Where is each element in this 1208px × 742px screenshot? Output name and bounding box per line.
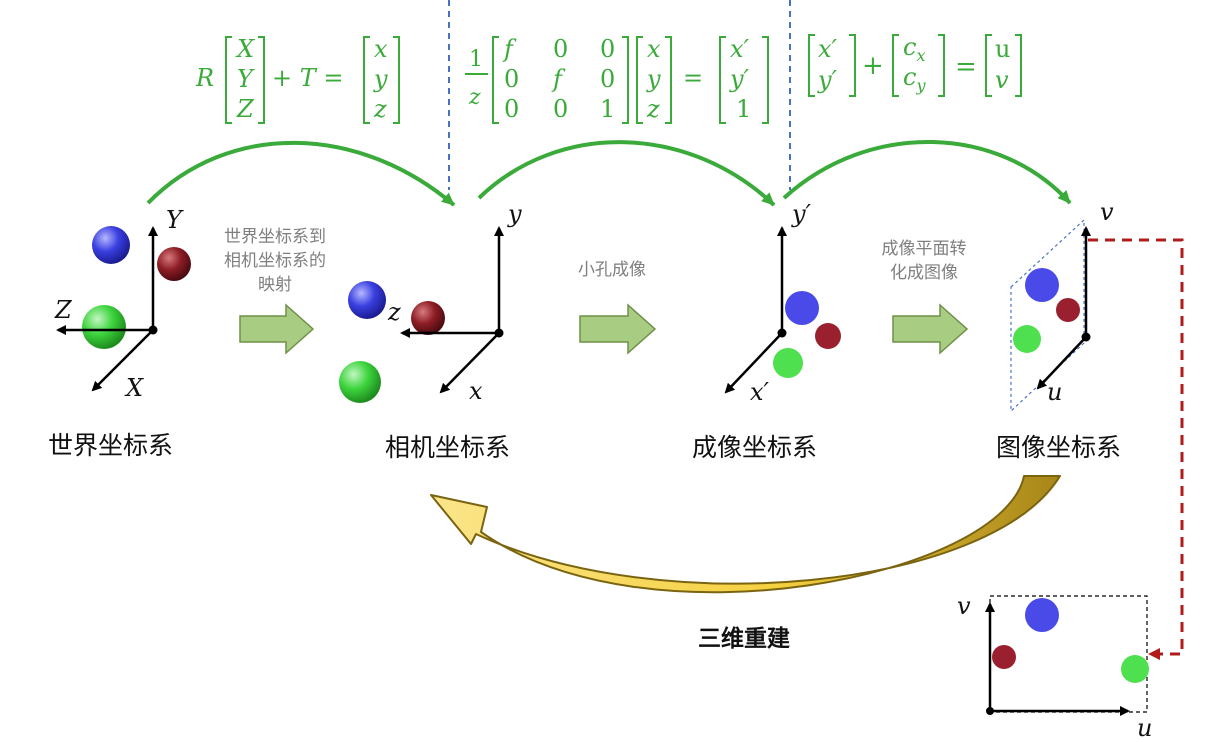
eq3-cx: cx xyxy=(903,33,925,65)
inset-axis-v: v xyxy=(957,592,971,620)
world-ball-blue xyxy=(92,226,130,264)
eq1-z: z xyxy=(373,95,387,123)
equation-plane-to-image: x′ y′ + cx cy = u v xyxy=(808,33,1022,97)
curved-arrow-1 xyxy=(146,140,456,207)
eq2-r1: 1 xyxy=(736,95,751,123)
eq2-m32: 0 xyxy=(553,95,568,123)
eq1-x: x xyxy=(374,35,388,63)
block-arrow-1 xyxy=(239,303,315,355)
eq2-m33: 1 xyxy=(600,95,615,123)
imaging-ball-red xyxy=(815,323,841,349)
world-axis-X: X xyxy=(124,374,144,402)
eq3-y-prime: y′ xyxy=(817,66,838,94)
curved-arrow-3 xyxy=(782,139,1072,205)
imaging-ball-blue xyxy=(785,291,819,325)
block-arrow-2 xyxy=(579,303,657,355)
camera-axis-x: x xyxy=(469,377,483,405)
imaging-title: 成像坐标系 xyxy=(692,433,817,462)
curved-arrow-2 xyxy=(477,140,776,207)
step-3: 成像平面转 化成图像 xyxy=(882,239,969,355)
step1-line2: 相机坐标系的 xyxy=(224,251,326,271)
eq3-u: u xyxy=(995,35,1010,63)
eq1-R: R xyxy=(195,64,214,92)
world-coordinate-system: Y Z X 世界坐标系 xyxy=(48,206,191,460)
image-axis-v: v xyxy=(1100,198,1114,226)
step-1: 世界坐标系到 相机坐标系的 映射 xyxy=(224,227,326,355)
inset-ball-blue xyxy=(1025,598,1059,632)
eq2-equals: = xyxy=(683,64,703,92)
image-ball-blue xyxy=(1025,268,1059,302)
eq2-vx: x xyxy=(647,35,661,63)
eq3-v: v xyxy=(995,66,1009,94)
camera-title: 相机坐标系 xyxy=(385,433,510,462)
eq3-equals: = xyxy=(955,52,977,82)
imaging-coordinate-system: y′ x′ 成像坐标系 xyxy=(692,200,841,462)
world-axis-Z: Z xyxy=(54,296,73,324)
eq2-vz: z xyxy=(646,95,660,123)
inset-ball-red xyxy=(992,645,1016,669)
eq2-m11: f xyxy=(502,35,517,63)
eq2-frac-den: z xyxy=(468,85,481,110)
step3-line1: 成像平面转 xyxy=(882,239,967,259)
step1-line1: 世界坐标系到 xyxy=(224,227,326,247)
image-inset: v u xyxy=(957,592,1152,742)
eq1-plus-T: + T = xyxy=(272,64,343,92)
image-plane-parallelogram xyxy=(1010,218,1085,413)
camera-ball-green xyxy=(339,361,381,403)
eq2-ry: y′ xyxy=(729,65,750,93)
world-ball-green xyxy=(82,305,126,349)
image-title: 图像坐标系 xyxy=(996,433,1121,462)
eq1-X: X xyxy=(235,35,255,63)
step1-line3: 映射 xyxy=(258,275,292,295)
equation-world-to-camera: R X Y Z + T = x y z xyxy=(195,35,400,124)
world-axis-Y: Y xyxy=(166,206,184,234)
camera-ball-red xyxy=(411,301,445,335)
eq3-plus: + xyxy=(862,51,884,81)
imaging-ball-green xyxy=(773,348,803,378)
camera-axis-y: y xyxy=(507,200,522,228)
eq3-x-prime: x′ xyxy=(818,35,838,63)
reconstruction-arrow: 三维重建 xyxy=(430,475,1061,652)
eq2-rx: x′ xyxy=(730,35,750,63)
imaging-axis-y-prime: y′ xyxy=(791,200,812,228)
step-2: 小孔成像 xyxy=(578,260,657,355)
image-ball-red xyxy=(1056,298,1080,322)
eq1-Z: Z xyxy=(236,95,255,123)
camera-coordinate-system: y z x 相机坐标系 xyxy=(339,200,522,462)
eq1-Y: Y xyxy=(237,65,255,93)
eq2-m21: 0 xyxy=(504,65,519,93)
eq3-cy: cy xyxy=(903,63,926,95)
eq2-frac-num: 1 xyxy=(469,47,483,72)
inset-ball-green xyxy=(1121,655,1149,683)
step3-line2: 化成图像 xyxy=(890,263,958,283)
image-coordinate-system: v u 图像坐标系 xyxy=(996,198,1121,462)
world-title: 世界坐标系 xyxy=(48,431,173,460)
eq2-m13: 0 xyxy=(600,35,615,63)
eq2-vy: y xyxy=(646,65,661,93)
world-ball-red xyxy=(157,247,191,281)
image-axis-u: u xyxy=(1047,378,1062,406)
image-ball-green xyxy=(1013,325,1041,353)
inset-axis-u: u xyxy=(1137,714,1152,742)
camera-ball-blue xyxy=(348,281,386,319)
eq2-m31: 0 xyxy=(504,95,519,123)
step2-line1: 小孔成像 xyxy=(578,260,646,280)
camera-axis-z: z xyxy=(387,298,401,326)
imaging-axis-x-prime: x′ xyxy=(750,378,770,406)
eq1-y: y xyxy=(373,65,388,93)
eq2-m22: f xyxy=(551,65,566,93)
block-arrow-3 xyxy=(892,303,969,355)
eq2-m12: 0 xyxy=(553,35,568,63)
eq2-m23: 0 xyxy=(600,65,615,93)
equation-pinhole: 1 z f 0 0 0 f 0 0 0 1 x y z = x′ y′ 1 xyxy=(465,35,769,124)
reconstruction-label: 三维重建 xyxy=(698,625,790,652)
